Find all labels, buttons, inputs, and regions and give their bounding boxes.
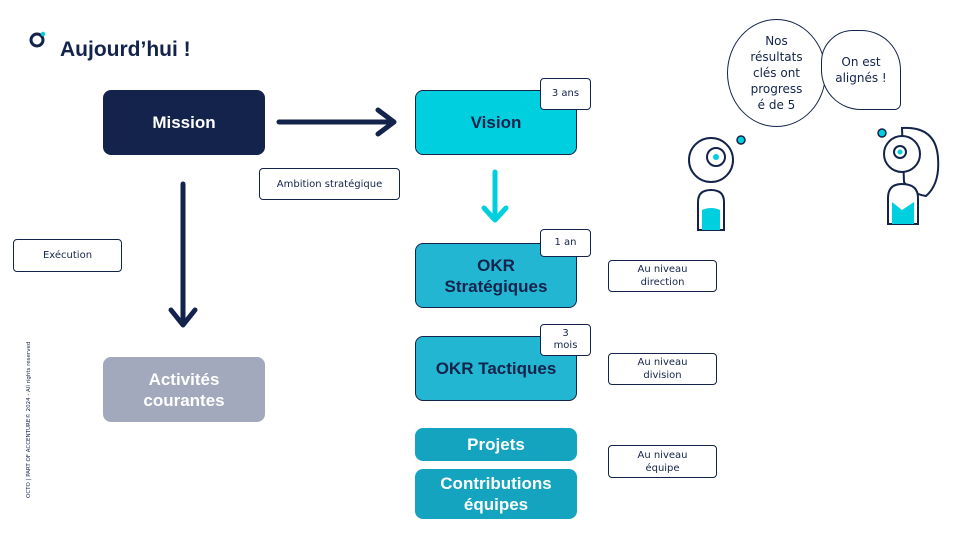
node-contributions-equipes: Contributions équipes — [415, 469, 577, 519]
node-okr-strategiques-line2: Stratégiques — [444, 276, 548, 296]
node-okr-strategiques-line1: OKR — [477, 255, 515, 275]
page-title: Aujourd’hui ! — [60, 38, 191, 61]
bubble-left-line2: résultats — [750, 50, 803, 64]
speech-bubble-left: Nos résultats clés ont progress é de 5 — [727, 19, 826, 127]
label-niveau-direction: Au niveau direction — [608, 260, 717, 292]
character-right-icon — [877, 126, 940, 225]
label-direction-line1: Au niveau — [637, 264, 688, 275]
node-contributions-line2: équipes — [463, 495, 529, 514]
character-left-icon — [688, 135, 746, 231]
copyright-text: OCTO | PART OF ACCENTURE© 2024 - All rig… — [26, 341, 32, 498]
tag-vision-text: 3 ans — [551, 88, 580, 99]
label-division-line1: Au niveau — [637, 357, 688, 368]
node-activites-courantes: Activités courantes — [103, 357, 265, 422]
node-contributions-line1: Contributions — [440, 474, 552, 493]
bubble-left-line3: clés ont — [752, 66, 801, 80]
tag-vision-duration: 3 ans — [540, 78, 591, 110]
bubble-right-line1: On est — [841, 55, 881, 69]
label-niveau-equipe: Au niveau équipe — [608, 445, 717, 478]
node-projets-label: Projets — [467, 435, 525, 454]
node-okr-tactiques-label: OKR Tactiques — [435, 359, 557, 378]
label-equipe-line2: équipe — [645, 462, 680, 474]
node-activites-line1: Activités — [148, 369, 220, 389]
node-activites-line2: courantes — [143, 390, 225, 410]
label-ambition-text: Ambition stratégique — [276, 178, 383, 190]
node-mission-label: Mission — [152, 112, 216, 132]
bubble-left-line5: é de 5 — [757, 98, 796, 112]
tag-okr-tact-line1: 3 — [562, 328, 569, 339]
label-niveau-division: Au niveau division — [608, 353, 717, 385]
octo-logo-icon — [29, 31, 46, 48]
speech-bubble-right: On est alignés ! — [821, 30, 901, 110]
node-vision-label: Vision — [470, 112, 522, 132]
node-mission: Mission — [103, 90, 265, 155]
label-ambition-strategique: Ambition stratégique — [259, 168, 400, 200]
bubble-right-line2: alignés ! — [835, 71, 887, 85]
label-execution-text: Exécution — [42, 250, 93, 261]
node-projets: Projets — [415, 428, 577, 461]
tag-okr-strat-text: 1 an — [554, 237, 577, 248]
label-direction-line2: direction — [640, 277, 685, 288]
bubble-left-line4: progress — [750, 82, 803, 96]
tag-okr-strat-duration: 1 an — [540, 229, 591, 257]
tag-okr-tact-line2: mois — [553, 340, 578, 351]
label-division-line2: division — [643, 370, 682, 381]
bubble-left-line1: Nos — [765, 34, 788, 48]
label-equipe-line1: Au niveau — [637, 449, 688, 461]
label-execution: Exécution — [13, 239, 122, 272]
tag-okr-tact-duration: 3 mois — [540, 324, 591, 356]
